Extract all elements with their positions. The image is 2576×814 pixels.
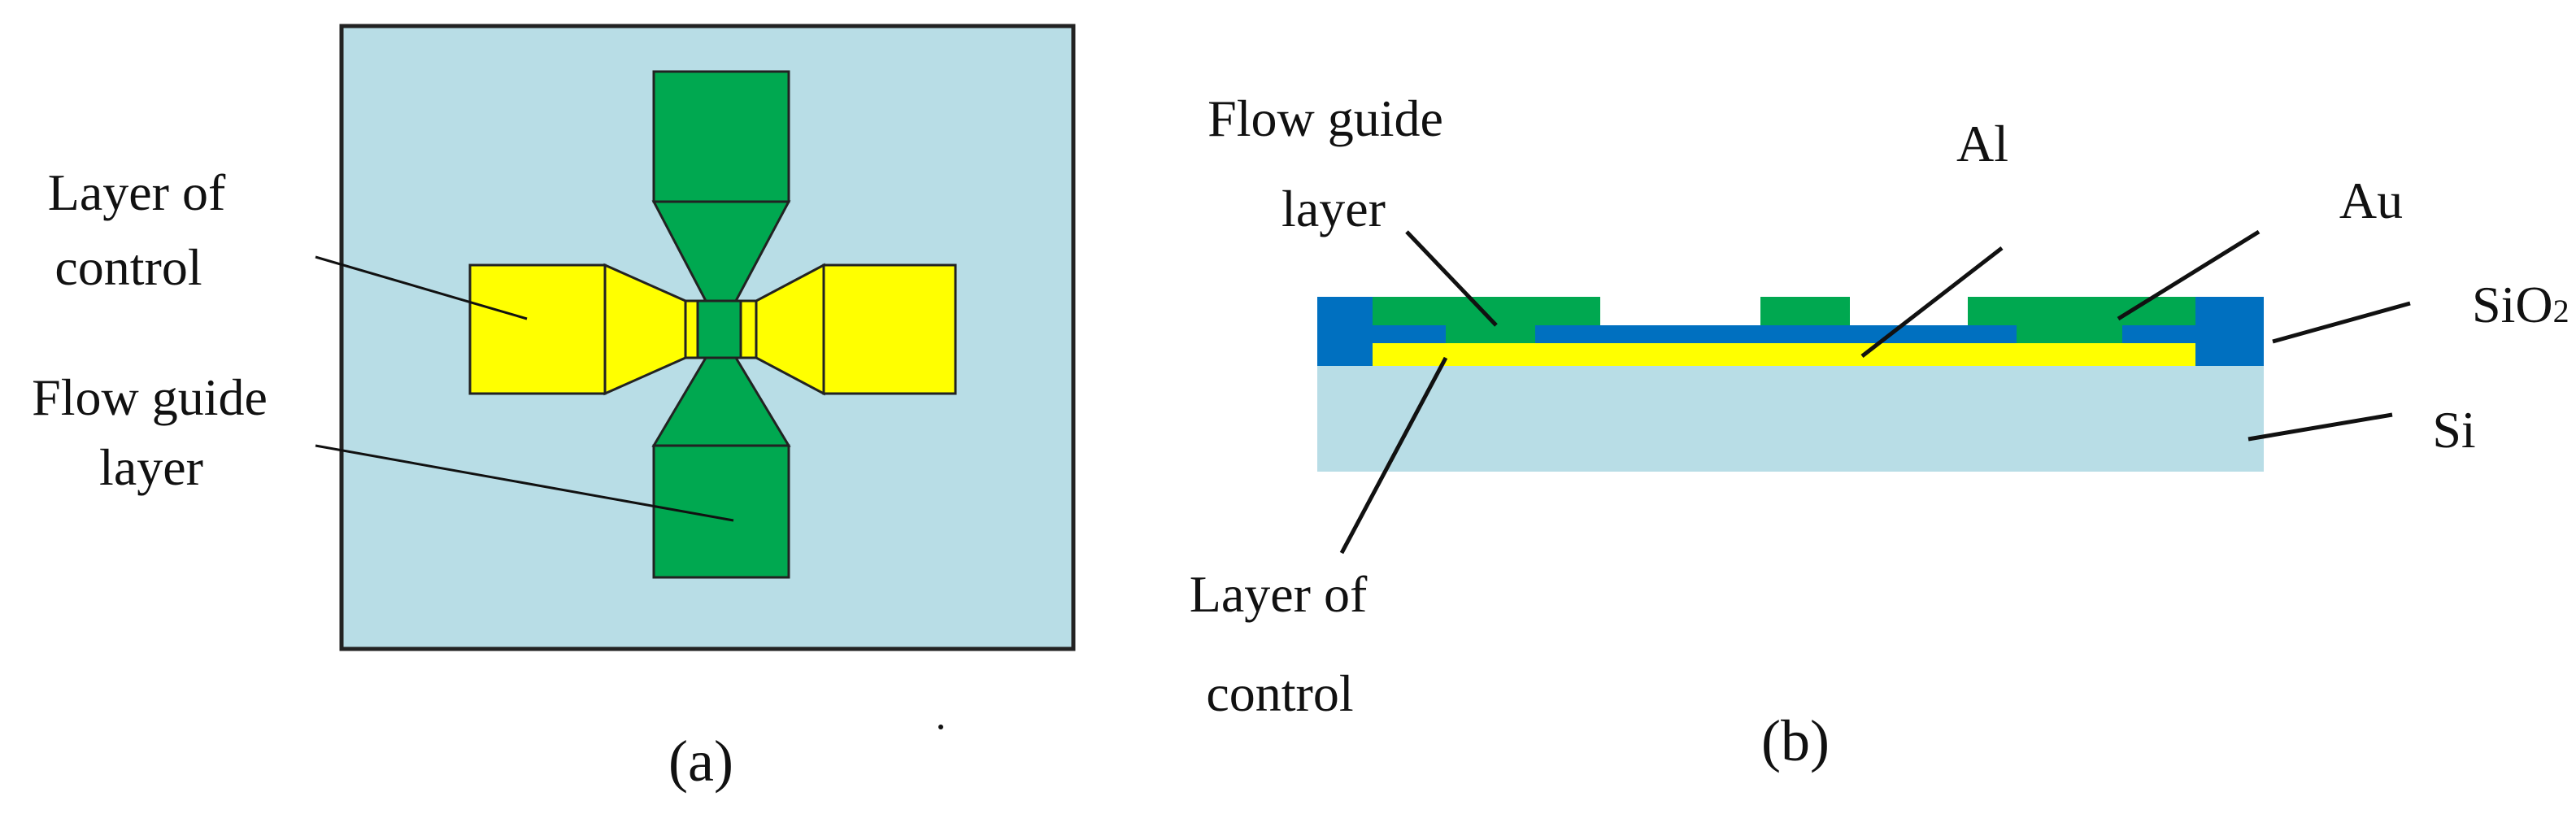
sio2-left-block (1317, 297, 1373, 366)
label-a-flow-guide-line1: Flow guide (32, 368, 268, 426)
au-pad-right (1968, 297, 2195, 325)
label-b-layer-of-control-line1: Layer of (1190, 565, 1368, 623)
caption-b: (b) (1761, 708, 1830, 773)
label-a-flow-guide-line2: layer (99, 438, 203, 496)
au-pad-right-step (2017, 325, 2122, 343)
al-layer-middle (1535, 325, 2017, 343)
si-substrate (1317, 366, 2264, 472)
sio2-right-block (2195, 297, 2264, 366)
label-b-sio2: SiO2 (2472, 276, 2569, 333)
top-flow-pad (652, 70, 790, 203)
leader-a-control (315, 255, 528, 320)
leader-b-sio2 (2272, 301, 2411, 344)
label-b-si: Si (2432, 401, 2475, 459)
label-b-al: Al (1956, 115, 2008, 172)
panel-b: Flow guide layer Al Au SiO2 Si Layer of … (1190, 89, 2569, 773)
leader-b-flow-guide (1405, 230, 1498, 327)
stray-dot (938, 725, 943, 729)
bottom-flow-pad (652, 444, 790, 579)
al-layer-left (1373, 325, 1446, 343)
au-pad-left-step (1446, 325, 1535, 343)
leader-b-al (1860, 246, 2004, 358)
label-b-flow-guide-line1: Flow guide (1208, 89, 1443, 147)
au-pad-center (1760, 297, 1850, 325)
right-control-pad (822, 263, 957, 395)
label-b-sio2-main: SiO (2472, 276, 2553, 333)
label-a-layer-of-control-line2: control (54, 238, 202, 296)
label-b-flow-guide-line2: layer (1281, 180, 1386, 237)
leader-b-control (1339, 356, 1448, 555)
control-layer-strip (1373, 343, 2195, 366)
left-control-pad (468, 263, 607, 395)
caption-a: (a) (668, 729, 733, 794)
panel-a: Layer of control Flow guide layer (a) (32, 24, 1076, 794)
center-flow-core (696, 299, 742, 359)
leader-b-si (2247, 412, 2393, 442)
leader-b-au (2117, 229, 2261, 321)
label-a-layer-of-control-line1: Layer of (48, 163, 226, 221)
label-b-layer-of-control-line2: control (1206, 664, 1353, 722)
leader-a-flow (315, 444, 734, 522)
au-pad-left (1373, 297, 1600, 325)
label-b-au: Au (2339, 172, 2403, 229)
label-b-sio2-subscript: 2 (2553, 293, 2569, 329)
al-layer-right (2122, 325, 2195, 343)
